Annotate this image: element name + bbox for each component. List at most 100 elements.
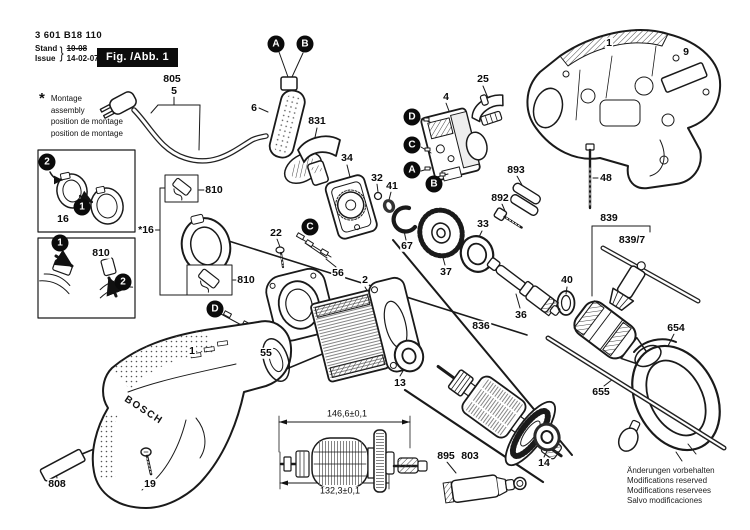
letter-callout-D: D [403,108,421,126]
nameplate [660,62,708,93]
retaining-ring-40 [556,290,576,316]
step-callout-1: 1 [73,198,91,216]
part-label-810: 810 [236,273,256,286]
switch-assembly [420,107,488,182]
part-label-40: 40 [560,273,574,286]
armature [436,365,563,467]
part-label-67: 67 [400,239,414,252]
part-label-55: 55 [259,346,273,359]
part-label-16: *16 [137,223,155,236]
part-label-831: 831 [307,114,327,127]
armature-dimension-drawing [278,415,428,493]
depth-gauge-rod [545,335,727,451]
assembly-note: * Montage assembly position de montage p… [39,90,123,139]
power-cord [99,91,269,164]
brace-glyph: } [59,44,64,62]
plug [99,91,137,119]
part-label-808: 808 [47,477,67,490]
part-label-56: 56 [331,266,345,279]
part-number: 3 601 B18 110 [35,30,103,41]
screw-892 [493,207,523,229]
part-label-9: 9 [682,45,690,58]
detent-ball [373,191,383,201]
issue-label: Issue [35,53,56,63]
assembly-note-line: position de montage [50,128,123,138]
part-label-1: 1 [188,344,196,357]
inset-box-1 [37,149,136,233]
auxiliary-handle [617,338,721,462]
figure-badge: Fig. /Abb. 1 [97,48,178,67]
switch-cover [297,135,341,186]
step-callout-1: 1 [51,234,69,252]
revision-note: Änderungen vorbehalten Modifications res… [627,466,715,506]
asterisk-marker: * [39,90,45,107]
step-callout-2: 2 [38,153,56,171]
assembly-note-line: assembly [50,105,85,115]
part-label-41: 41 [385,179,399,192]
brush-plate-assembly [159,174,233,296]
part-label-892: 892 [490,191,510,204]
dimension-label: 132,3±0,1 [319,485,361,496]
bearing-13 [393,339,425,373]
revision-note-line: Modifications reservees [627,486,712,495]
stand-label: Stand [35,44,58,53]
reversing-lever [471,94,504,126]
part-label-4: 4 [442,90,450,103]
brush-holder-893 [509,182,541,216]
spindle-36 [486,257,561,317]
part-label-32: 32 [370,171,384,184]
part-label-805: 805 [162,72,182,85]
part-label-810: 810 [91,246,111,259]
part-label-895: 895 [436,449,456,462]
part-label-34: 34 [340,151,354,164]
part-label-2: 2 [361,273,369,286]
part-label-37: 37 [439,265,453,278]
label-sticker-808 [39,448,86,482]
inset-box-2 [37,237,136,319]
part-label-654: 654 [666,321,686,334]
part-label-839: 839 [599,211,619,224]
part-label-1: 1 [605,36,613,49]
housing-right-half [526,29,722,190]
part-label-6: 6 [250,101,258,114]
screw-19 [140,447,153,476]
revision-note-line: Salvo modificaciones [627,496,703,505]
e-clip [391,205,418,234]
gear-37 [417,207,465,259]
part-label-836: 836 [471,319,491,332]
letter-callout-C: C [301,218,319,236]
housing-screw-48 [585,143,595,210]
gear-selector-plate [324,174,378,240]
assembly-note-line: position de montage [50,117,123,126]
part-label-19: 19 [143,477,157,490]
assembly-note-line: Montage [50,94,82,103]
bearing-14 [533,422,561,452]
part-label-810: 810 [204,183,224,196]
revision-note-line: Modifications reserved [627,476,708,485]
title-block: 3 601 B18 110 Stand Issue } 10-08 14-02-… [35,30,102,63]
letter-callout-C: C [403,136,421,154]
part-label-22: 22 [269,226,283,239]
letter-callout-A: A [267,35,285,53]
revision-note-line: Änderungen vorbehalten [627,466,715,475]
dimension-label: 146,6±0,1 [326,408,368,419]
wire-c [295,232,332,258]
part-label-655: 655 [591,385,611,398]
letter-callout-D: D [206,300,224,318]
part-label-25: 25 [476,72,490,85]
chuck-key [600,245,701,311]
grease-tube [442,474,527,504]
grommet [382,199,396,213]
housing-left-half: BOSCH [91,320,293,509]
letter-callout-B: B [296,35,314,53]
wire-56 [304,239,328,259]
part-label-16: 16 [56,212,70,225]
letter-callout-B: B [425,175,443,193]
part-label-13: 13 [393,376,407,389]
part-label-8397: 839/7 [617,233,647,246]
bearing-33 [459,235,495,273]
part-label-803: 803 [460,449,480,462]
screw-22 [275,246,285,269]
